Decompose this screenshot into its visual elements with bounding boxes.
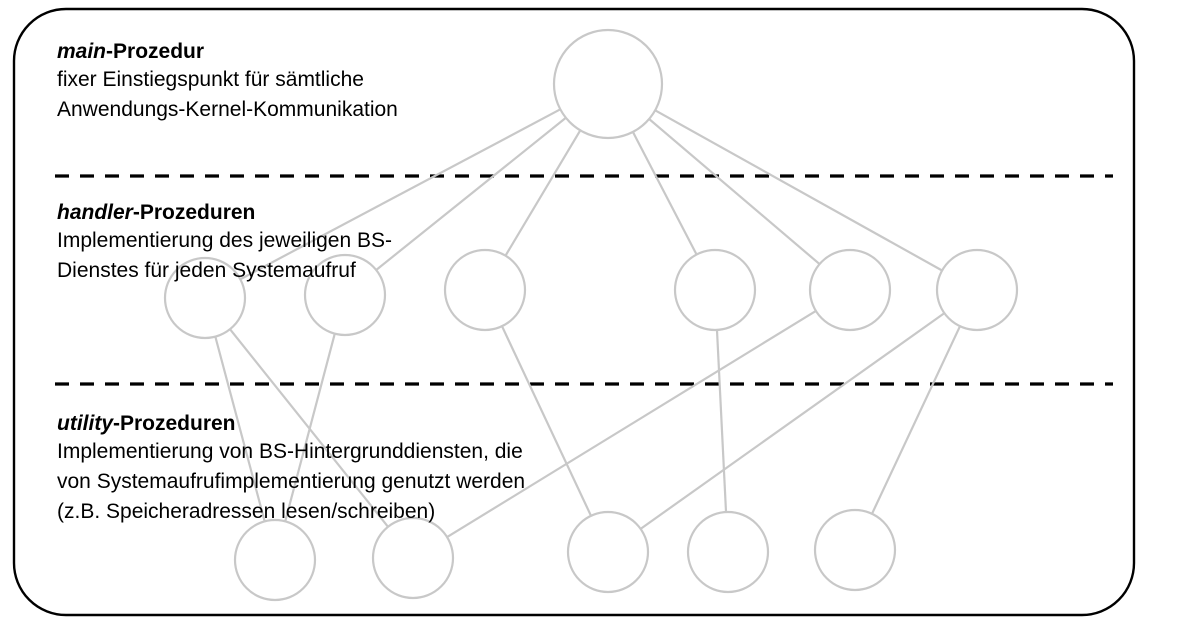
section-main-body: fixer Einstiegspunkt für sämtliche Anwen… <box>57 68 398 121</box>
section-main-heading: main-Prozedur <box>57 38 398 65</box>
graph-edge-m1-h3 <box>504 129 582 257</box>
graph-node-h1 <box>163 256 247 340</box>
graph-node-u3 <box>566 510 650 594</box>
section-utility-body: Implementierung von BS-Hintergrunddienst… <box>57 440 526 523</box>
graph-edge-h6-u5 <box>870 325 962 515</box>
node-layer <box>163 28 1019 602</box>
graph-edge-h3-u3 <box>501 325 592 517</box>
section-utility-heading: utility-Prozeduren <box>57 410 525 437</box>
divider-layer <box>55 174 1113 386</box>
graph-edge-m1-h1 <box>239 108 561 281</box>
graph-node-h4 <box>673 248 757 332</box>
graph-node-u1 <box>233 518 317 602</box>
graph-node-h6 <box>935 248 1019 332</box>
section-handler-body: Implementierung des jeweiligen BS- Diens… <box>57 229 393 282</box>
section-handler-heading: handler-Prozeduren <box>57 199 392 226</box>
section-utility-suffix: -Prozeduren <box>113 412 236 435</box>
graph-node-u2 <box>371 516 455 600</box>
section-handler-suffix: -Prozeduren <box>132 201 256 224</box>
graph-edge-h4-u4 <box>715 329 728 513</box>
graph-node-m1 <box>552 28 664 140</box>
graph-node-u4 <box>686 510 770 594</box>
graph-node-h2 <box>303 253 387 337</box>
section-handler-term: handler <box>57 201 133 224</box>
section-main: main-Prozedur fixer Einstiegspunkt für s… <box>57 38 398 125</box>
graph-edge-m1-h2 <box>375 116 567 271</box>
graph-edge-h5-u2 <box>446 309 817 539</box>
graph-edge-h1-u1 <box>214 336 266 522</box>
graph-edge-m1-h6 <box>654 109 943 272</box>
edge-layer <box>214 108 962 539</box>
section-handler: handler-Prozeduren Implementierung des j… <box>57 199 392 286</box>
rounded-frame <box>12 7 1136 617</box>
graph-node-u5 <box>813 508 897 592</box>
section-utility-term: utility <box>57 412 113 435</box>
section-utility: utility-Prozeduren Implementierung von B… <box>57 410 525 527</box>
graph-node-h5 <box>808 248 892 332</box>
graph-edge-m1-h5 <box>648 118 821 265</box>
graph-node-h3 <box>443 248 527 332</box>
section-main-term: main <box>57 40 107 63</box>
graph-edge-m1-h4 <box>631 131 698 256</box>
graph-edge-h2-u1 <box>284 333 336 522</box>
graph-edge-h6-u3 <box>639 312 946 530</box>
section-main-suffix: -Prozedur <box>106 40 205 63</box>
